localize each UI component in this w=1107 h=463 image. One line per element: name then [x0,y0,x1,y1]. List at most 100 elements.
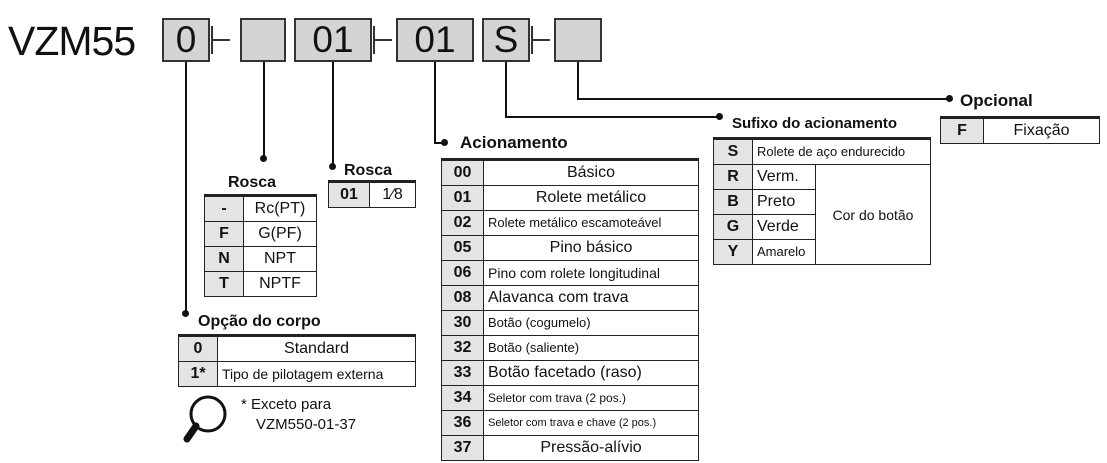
desc-cell: Standard [217,336,416,362]
leader-line-thread-size [332,62,334,166]
desc-cell: G(PF) [243,221,317,247]
code-cell: N [204,246,244,272]
footnote-marker: * [241,396,247,413]
code-box-actuation: 01 [396,18,474,62]
code-cell: 34 [441,385,484,411]
leader-line-suffix [505,62,507,118]
actuation-title: Acionamento [460,133,568,152]
button-color-label: Cor do botão [815,164,931,265]
rosca-size-title: Rosca [344,162,393,179]
code-cell: 08 [441,285,484,311]
leader-line-suffix-h [505,116,719,118]
desc-cell: Pressão-alívio [483,435,699,461]
table-top-rule [940,116,1100,118]
code-cell: 01 [441,185,484,211]
footnote-line1: Exceto para [251,396,332,413]
code-cell: G [713,214,753,240]
code-cell: 1* [178,361,218,387]
desc-cell: Botão facetado (raso) [483,360,699,386]
table-top-rule [328,180,416,182]
desc-cell: NPT [243,246,317,272]
leader-line-option-h [577,98,949,100]
code-box-body-option: 0 [162,18,210,62]
code-cell: 30 [441,310,484,336]
code-cell: 00 [441,160,484,186]
code-cell: - [204,196,244,222]
rosca-title: Rosca [228,174,277,191]
footnote: * Exceto para [241,396,331,414]
code-cell: S [713,139,753,165]
table-top-rule [204,194,317,196]
code-cell: Y [713,239,753,265]
code-cell: B [713,189,753,215]
code-cell: 06 [441,260,484,286]
table-row: -Rc(PT) [204,196,317,222]
code-cell: F [940,118,984,144]
leader-dot [716,113,723,120]
optional-title: Opcional [960,91,1033,110]
model-code: VZM55 [8,18,136,64]
table-top-rule [178,334,416,336]
code-cell: F [204,221,244,247]
code-cell: 02 [441,210,484,236]
desc-cell: Rolete de aço endurecido [752,139,931,165]
leader-dot [329,163,336,170]
desc-cell: Verde [752,214,816,240]
table-top-rule [441,158,699,160]
separator-dash [530,26,550,54]
desc-cell: Botão (saliente) [483,335,699,361]
desc-cell: Preto [752,189,816,215]
desc-cell: Rolete metálico [483,185,699,211]
code-cell: 37 [441,435,484,461]
table-top-rule [713,137,931,139]
leader-line-actuation [434,62,436,144]
desc-cell: Pino com rolete longitudinal [483,260,699,286]
desc-cell: Pino básico [483,235,699,261]
desc-cell: Básico [483,160,699,186]
code-cell: 32 [441,335,484,361]
suffix-title: Sufixo do acionamento [732,115,898,132]
desc-cell: Botão (cogumelo) [483,310,699,336]
separator-dash [372,26,392,54]
desc-cell: Rolete metálico escamoteável [483,210,699,236]
leader-dot [182,310,189,317]
code-box-thread-size: 01 [294,18,372,62]
separator-dash [210,26,230,54]
desc-cell: Fixação [983,118,1100,144]
leader-dot [946,95,953,102]
desc-cell: Seletor com trava (2 pos.) [483,385,699,411]
desc-cell: NPTF [243,271,317,297]
desc-cell: Alavanca com trava [483,285,699,311]
desc-cell: Verm. [752,164,816,190]
leader-line-body-option [185,62,187,313]
desc-cell: Amarelo [752,239,816,265]
desc-cell: Rc(PT) [243,196,317,222]
code-box-actuation-suffix: S [482,18,530,62]
leader-line-actuation-h [434,142,444,144]
footnote-line2: VZM550-01-37 [256,416,357,433]
leader-dot [441,139,448,146]
desc-cell: 1⁄8 [369,182,416,208]
